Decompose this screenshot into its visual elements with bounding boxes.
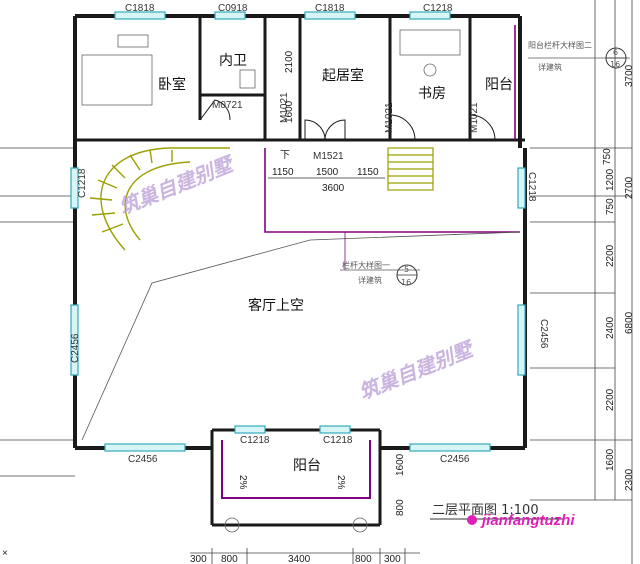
door-code-balcony: M1021 <box>469 102 480 133</box>
window-code-bottom-2: C2456 <box>440 454 470 465</box>
bath-dim-2: 1600 <box>284 100 295 123</box>
room-balcony-top: 阳台 <box>485 77 513 93</box>
brand-text: jianfangtuzhi <box>480 512 575 529</box>
ramp-right: 2% <box>335 475 346 490</box>
right-dim-2: 1200 <box>605 168 616 191</box>
right-lower-2: 2300 <box>624 468 635 491</box>
window-code-balcony-1: C1218 <box>240 435 270 446</box>
right-outer-1: 3700 <box>624 64 635 87</box>
doors <box>199 99 496 141</box>
stair-down-label: 下 <box>280 150 290 161</box>
callout-top: 阳台栏杆大样图二 详建筑 6 16 <box>528 40 630 72</box>
bottom-dim-1: 300 <box>190 554 207 564</box>
bath-dim-1: 2100 <box>284 50 295 73</box>
door-code-living: M1521 <box>313 151 344 162</box>
ramp-left: 2% <box>237 475 248 490</box>
spiral-stair <box>89 147 230 251</box>
right-dim-5: 2400 <box>605 316 616 339</box>
room-study: 书房 <box>418 86 446 102</box>
window-code-right-2: C2456 <box>538 319 549 349</box>
window-code-top-4: C1218 <box>423 3 453 14</box>
callout-mid: 栏杆大样图一 详建筑 5 16 <box>340 232 420 287</box>
brand-icon <box>467 515 477 525</box>
window-code-top-1: C1818 <box>125 3 155 14</box>
window-code-bottom-1: C2456 <box>128 454 158 465</box>
callout-mid-den: 16 <box>401 278 411 287</box>
windows <box>70 11 526 452</box>
callout-mid-num: 5 <box>404 265 409 274</box>
bottom-dim-5: 300 <box>384 554 401 564</box>
room-living: 起居室 <box>322 67 364 84</box>
callout-top-den: 16 <box>610 60 620 69</box>
void-railing <box>264 25 520 233</box>
right-dim-3: 750 <box>605 198 616 215</box>
door-code-study: M1021 <box>384 102 395 133</box>
right-dim-1: 750 <box>602 148 613 165</box>
right-dim-4: 2200 <box>605 244 616 267</box>
drawing-title: 二层平面图 1:100 <box>432 503 539 518</box>
door-code-bath: M0721 <box>212 100 243 111</box>
right-lower-1: 1600 <box>605 448 616 471</box>
window-code-top-2: C0918 <box>218 3 248 14</box>
watermark-mid: 筑巢自建别墅 <box>355 336 478 404</box>
stair-width-1: 1150 <box>272 167 294 178</box>
interior-walls <box>75 16 525 142</box>
right-outer-2: 2700 <box>624 176 635 199</box>
furniture <box>81 29 461 533</box>
bottom-dim-2: 800 <box>221 554 238 564</box>
callout-mid-sub: 详建筑 <box>358 275 382 285</box>
right-dim-6: 2200 <box>605 388 616 411</box>
window-code-left-1: C1218 <box>77 168 88 198</box>
room-bathroom: 内卫 <box>219 53 247 69</box>
callout-top-note: 阳台栏杆大样图二 <box>528 40 592 50</box>
balcony-lower: 800 <box>395 499 406 516</box>
window-code-right-1: C1218 <box>526 172 537 202</box>
room-bedroom: 卧室 <box>158 76 186 93</box>
stair-width-2: 1500 <box>316 167 339 178</box>
window-code-top-3: C1818 <box>315 3 345 14</box>
right-outer-3: 6800 <box>624 311 635 334</box>
stair-width-3: 1150 <box>357 167 379 178</box>
window-code-balcony-2: C1218 <box>323 435 353 446</box>
callout-top-sub: 详建筑 <box>538 62 562 72</box>
window-code-left-2: C2456 <box>70 333 81 363</box>
door-code-bed: M1021 <box>279 92 290 123</box>
balcony-railing <box>221 440 371 499</box>
straight-stair <box>387 147 434 191</box>
room-living-void: 客厅上空 <box>248 297 304 314</box>
bottom-dim-4: 800 <box>355 554 372 564</box>
callout-mid-note: 栏杆大样图一 <box>342 260 390 270</box>
callout-top-num: 6 <box>613 48 618 57</box>
stair-total: 3600 <box>322 183 345 194</box>
room-balcony-bottom: 阳台 <box>293 458 321 474</box>
bottom-dim-3: 3400 <box>288 554 311 564</box>
corner-x-icon: × <box>2 548 8 559</box>
balcony-height: 1600 <box>395 453 406 476</box>
void-outline <box>81 231 521 441</box>
